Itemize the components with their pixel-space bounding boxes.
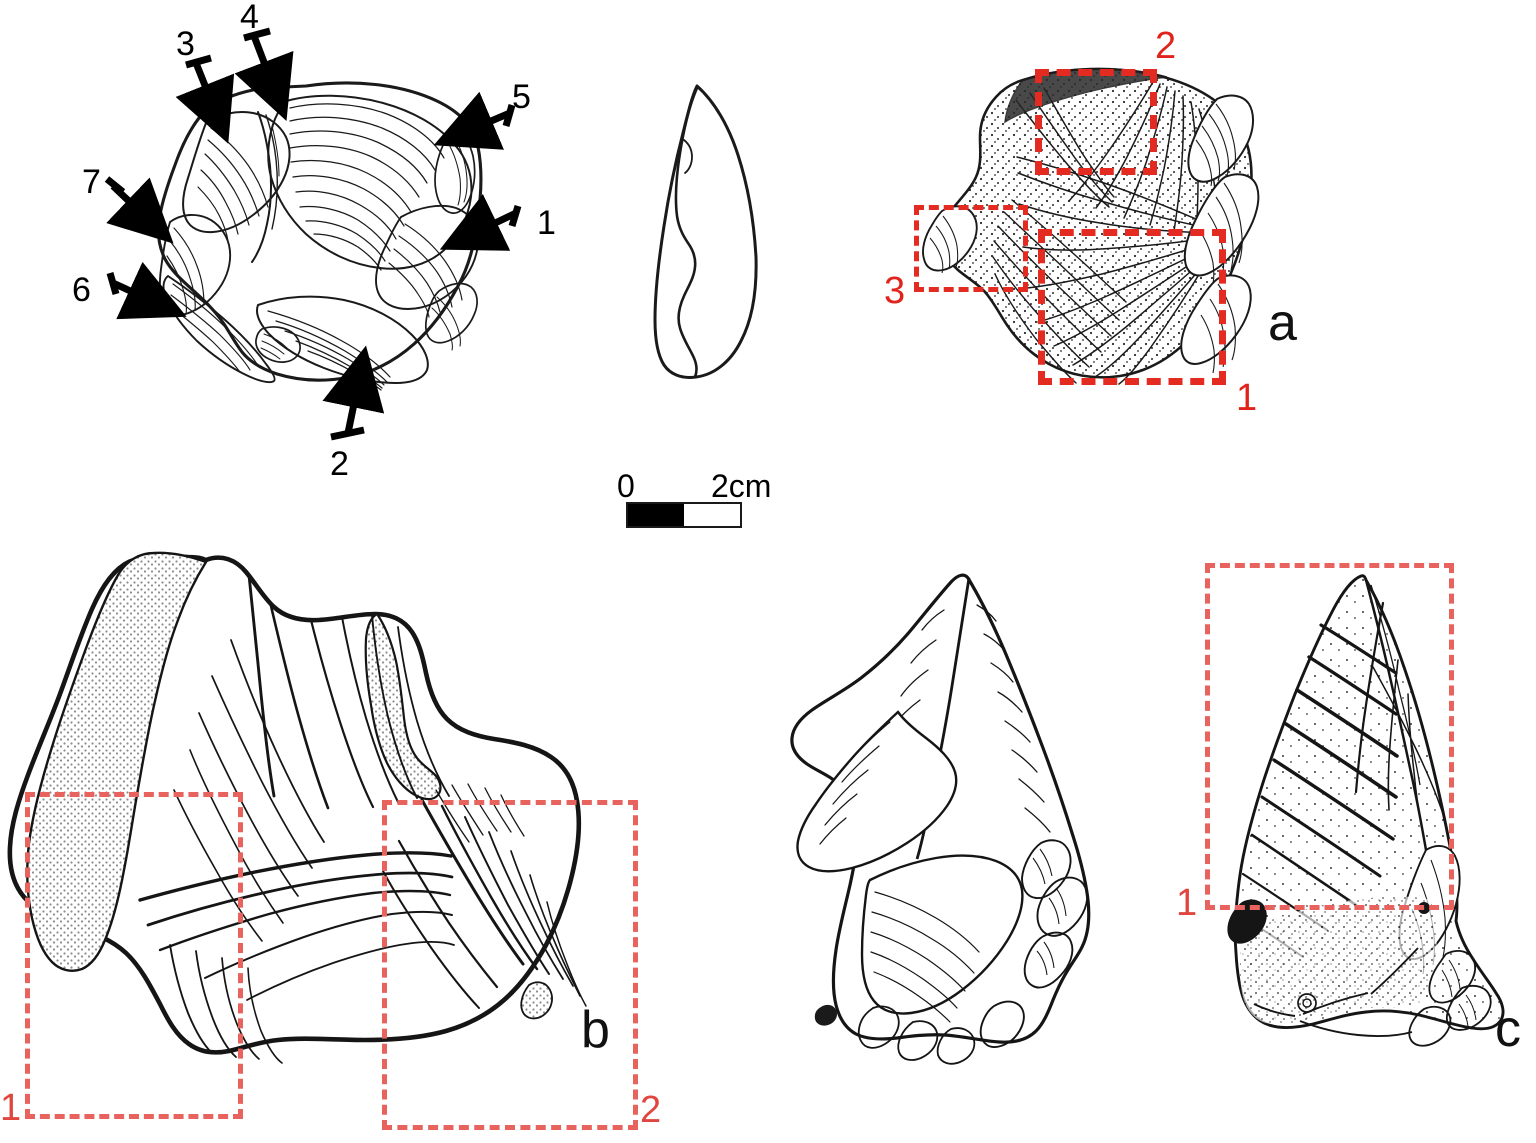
roi-label-specimen-a-2: 2: [1155, 25, 1177, 67]
direction-arrow-5: [433, 91, 516, 150]
panel-letter-c: c: [1495, 1000, 1521, 1058]
removal-direction-arrows: [104, 27, 522, 441]
direction-arrow-2: [322, 345, 385, 441]
direction-arrow-label-7: 7: [82, 163, 101, 201]
scale-bar-track: [626, 502, 742, 528]
direction-arrow-3: [175, 54, 235, 144]
roi-label-specimen-b-1: 1: [0, 1087, 22, 1129]
direction-arrow-label-1: 1: [537, 204, 556, 242]
direction-arrow-1: [439, 193, 522, 251]
specimen-c-drawing: [1227, 574, 1505, 1047]
point-dorsal-drawing: [790, 573, 1091, 1065]
direction-arrow-label-4: 4: [240, 0, 259, 36]
scale-bar-segment-light: [684, 504, 740, 526]
specimen-a-drawing: [922, 67, 1260, 385]
panel-letter-a: a: [1268, 294, 1297, 352]
direction-arrow-label-2: 2: [330, 445, 349, 483]
scale-bar-end-label: 2cm: [711, 468, 772, 504]
roi-label-specimen-c-1: 1: [1176, 882, 1198, 924]
direction-arrow-7: [104, 176, 174, 244]
roi-label-specimen-a-3: 3: [884, 270, 906, 312]
scale-bar-start-label: 0: [617, 468, 635, 504]
roi-label-specimen-a-1: 1: [1236, 377, 1258, 419]
direction-arrow-label-6: 6: [72, 271, 91, 309]
core-profile-drawing: [653, 84, 758, 379]
direction-arrow-4: [234, 27, 294, 121]
scale-bar-segment-dark: [628, 504, 684, 526]
direction-arrow-label-5: 5: [512, 78, 531, 116]
direction-arrow-label-3: 3: [176, 25, 195, 63]
specimen-b-drawing: [7, 551, 587, 1064]
panel-letter-b: b: [581, 1001, 610, 1059]
roi-label-specimen-b-2: 2: [640, 1089, 662, 1131]
direction-arrow-6: [106, 261, 187, 320]
